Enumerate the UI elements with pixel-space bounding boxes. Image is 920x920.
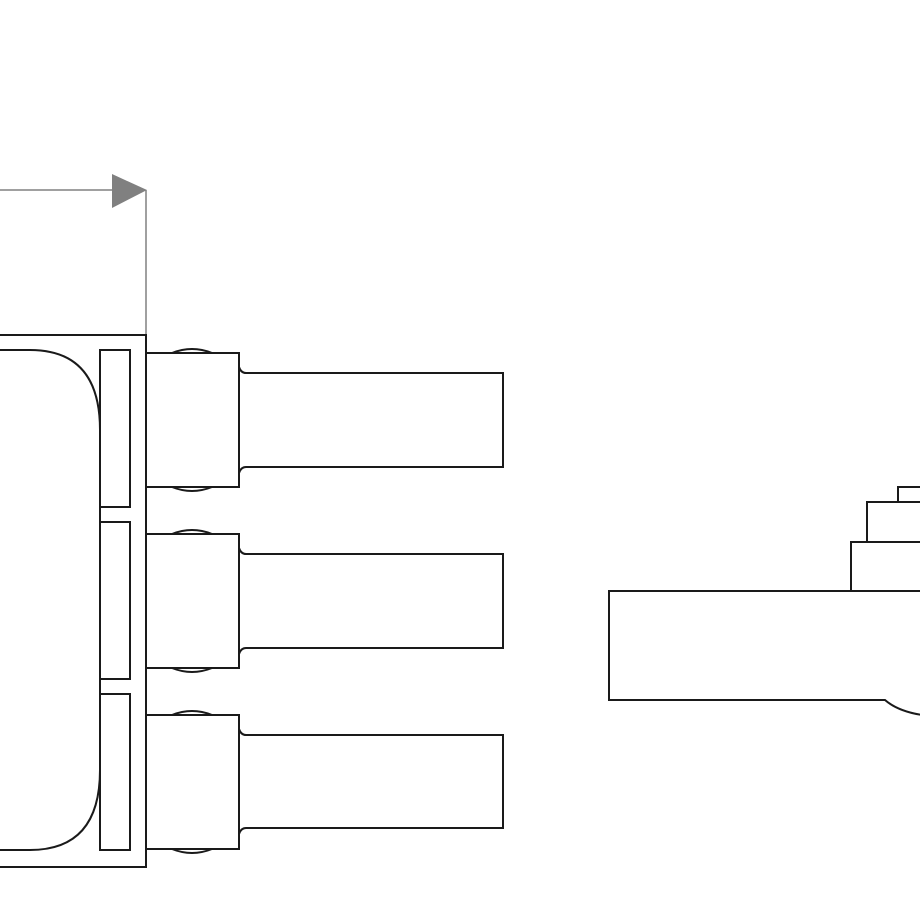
body-inner-rounded-outline	[0, 349, 101, 851]
pin-3	[145, 710, 504, 854]
pin-pocket-1	[99, 349, 131, 508]
pin-3-shoulder-bottom-arc	[171, 848, 213, 854]
pin-1-lead	[238, 366, 504, 474]
pin-3-lead	[238, 728, 504, 835]
dimension-marker	[0, 174, 147, 335]
pin-2-shoulder-top-arc	[171, 529, 213, 535]
pin-2	[145, 529, 504, 673]
pin-pocket-2	[99, 521, 131, 680]
dimension-arrowhead	[112, 174, 147, 208]
side-view-base	[608, 590, 920, 716]
pin-2-lead	[238, 547, 504, 655]
pin-1-shoulder	[145, 352, 240, 488]
side-view-step-2	[866, 501, 920, 543]
component-body-top-view	[0, 334, 147, 868]
side-view-step-3	[897, 486, 920, 503]
side-view-step-1	[850, 541, 920, 592]
pin-pocket-3	[99, 693, 131, 851]
pin-2-shoulder	[145, 533, 240, 669]
pin-3-shoulder-top-arc	[171, 710, 213, 716]
pin-3-shoulder	[145, 714, 240, 850]
component-side-view	[608, 486, 920, 716]
pin-1-shoulder-top-arc	[171, 348, 213, 354]
pin-2-shoulder-bottom-arc	[171, 667, 213, 673]
pin-1-shoulder-bottom-arc	[171, 486, 213, 492]
body-outer-frame	[0, 334, 147, 868]
pin-1	[145, 348, 504, 492]
